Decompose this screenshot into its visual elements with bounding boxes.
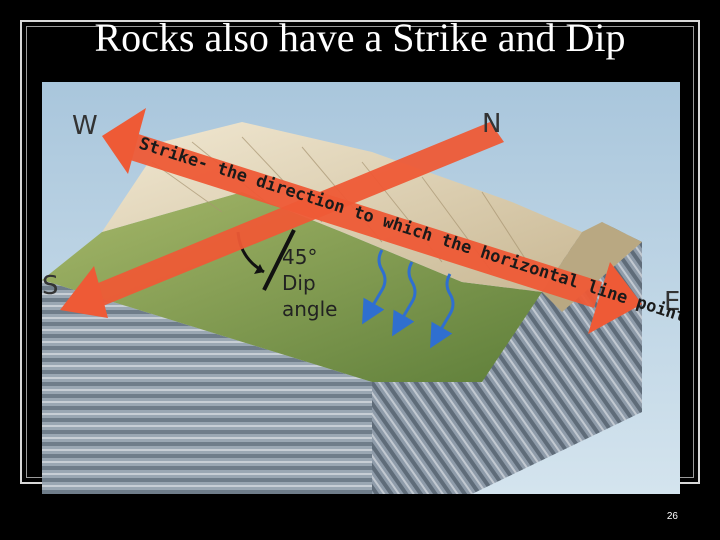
strike-dip-figure: 45° Dip angle W N S E Strike- the direct…	[42, 82, 680, 494]
compass-east: E	[664, 287, 680, 317]
dip-degree-label: 45°	[282, 245, 317, 269]
flow-arrow-1	[362, 249, 387, 325]
strike-arrow-w-e-shaft	[124, 132, 602, 308]
strike-arrow-s-head	[60, 266, 108, 318]
strata-front-left	[42, 280, 372, 494]
angle-label: angle	[282, 297, 338, 321]
strike-arrow-e-head	[588, 262, 642, 334]
flow-arrow-3	[430, 273, 455, 349]
slide-title: Rocks also have a Strike and Dip	[94, 15, 626, 60]
dip-arc-arrowhead	[254, 264, 264, 274]
flow-arrow-2	[392, 261, 417, 337]
flow-arrows	[362, 249, 455, 349]
strike-arrow-w-e	[102, 108, 642, 334]
compass-north: N	[482, 109, 501, 139]
strike-arrow-n-s	[60, 122, 504, 318]
compass-west: W	[72, 111, 98, 141]
dip-angle-line	[262, 229, 296, 291]
compass-south: S	[42, 271, 59, 301]
grass-surface	[42, 192, 542, 382]
strike-arrow-w-head	[102, 108, 146, 174]
page-number: 26	[666, 511, 678, 522]
dip-label: Dip	[282, 271, 316, 295]
strike-arrow-n-s-shaft	[86, 122, 504, 308]
